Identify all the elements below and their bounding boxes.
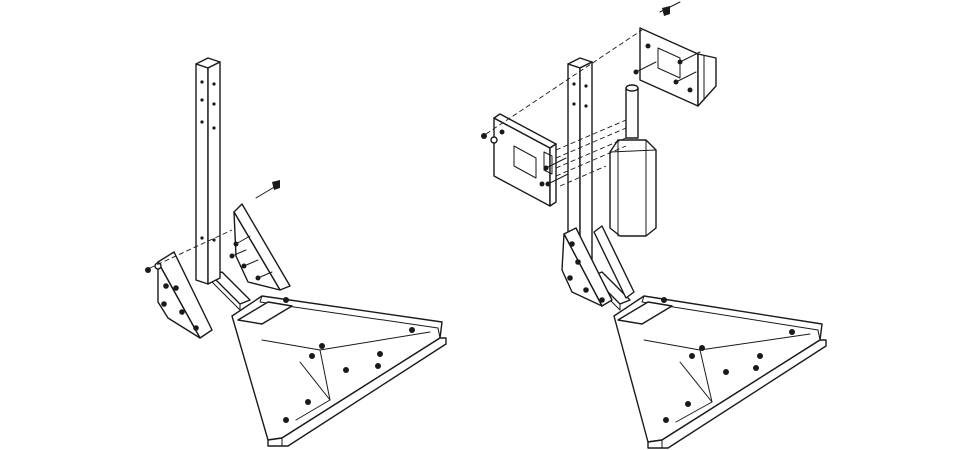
left-base-plate [231, 295, 447, 447]
left-rear-gusset [233, 203, 291, 291]
left-bolts [145, 180, 280, 281]
right-rear-gusset [593, 225, 635, 299]
right-left-bracket-plate [481, 113, 557, 207]
left-front-gusset [157, 251, 213, 339]
right-base-plate [613, 295, 827, 449]
right-alignment-lines [485, 29, 643, 187]
right-sleeve-cylinder [609, 84, 657, 237]
right-bracket-bolts [543, 51, 701, 187]
left-vertical-column [195, 57, 221, 285]
left-assembly [145, 57, 447, 447]
left-alignment-line [149, 229, 233, 269]
right-front-gusset [561, 227, 613, 307]
right-upper-bracket-plate [639, 1, 717, 107]
right-assembly [481, 1, 827, 449]
